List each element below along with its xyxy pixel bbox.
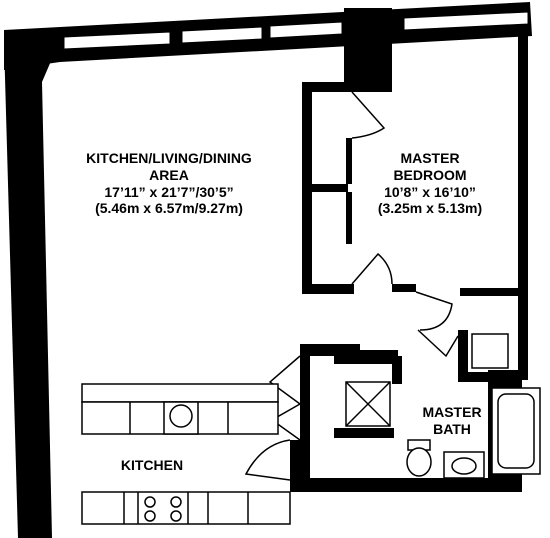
shower (345, 381, 391, 427)
bath-label: MASTER BATH (404, 404, 500, 438)
linen-closet (471, 333, 509, 369)
top-exterior-wall (4, 2, 532, 70)
living-area-dims-imperial: 17’11” x 21’7”/30’5” (104, 183, 234, 200)
living-area-dims-metric: (5.46m x 6.57m/9.27m) (95, 200, 243, 217)
shower-divider (334, 428, 394, 438)
bedroom-dims-imperial: 10’8” x 16’10” (384, 183, 476, 200)
closet-divider (312, 184, 348, 192)
kitchen-right-stub (290, 440, 304, 492)
bath-name-2: BATH (433, 420, 471, 437)
living-area-name-2: AREA (149, 166, 189, 183)
bedroom-bottom-wall-2 (460, 288, 522, 296)
bedroom-top-wall (304, 82, 392, 92)
bedroom-name: MASTER (400, 150, 460, 166)
closet-left-wall (302, 82, 312, 292)
living-area-name: KITCHEN/LIVING/DINING (86, 150, 252, 166)
stove (144, 496, 182, 522)
kitchen-island (81, 383, 279, 435)
bath-sink (443, 451, 485, 479)
structural-column (344, 8, 392, 88)
hall-closet-door-1 (268, 355, 301, 405)
closet-right-wall-2 (346, 192, 352, 244)
bedroom-name-2: BEDROOM (393, 166, 467, 183)
bedroom-label: MASTER BEDROOM 10’8” x 16’10” (3.25m x 5… (355, 150, 505, 217)
bedroom-door (415, 291, 453, 331)
door-swings (244, 91, 459, 481)
bath-door (417, 329, 459, 358)
closet-right-wall (346, 138, 352, 184)
bath-name: MASTER (422, 404, 482, 420)
window (181, 26, 263, 44)
kitchen-name: KITCHEN (120, 457, 184, 473)
closet-block-wall (458, 330, 468, 378)
interior-walls (290, 82, 522, 492)
window (63, 31, 171, 50)
closet-door-bottom (351, 252, 393, 285)
closet-door-top (351, 91, 386, 139)
living-area-label: KITCHEN/LIVING/DINING AREA 17’11” x 21’7… (58, 150, 280, 217)
kitchen-door (244, 439, 291, 481)
tub-top-wall (458, 372, 522, 382)
kitchen-counter (81, 491, 291, 525)
left-exterior-wall (4, 40, 60, 538)
windows (63, 11, 529, 50)
window (403, 11, 529, 31)
closet-bottom-wall (302, 284, 354, 294)
window (269, 21, 343, 39)
kitchen-label: KITCHEN (104, 457, 200, 474)
bedroom-dims-metric: (3.25m x 5.13m) (377, 200, 483, 217)
bottom-wall (290, 478, 522, 492)
right-exterior-wall (518, 20, 528, 380)
toilet (406, 439, 432, 477)
bathtub (491, 387, 541, 475)
bath-left-wall (392, 356, 402, 384)
hall-left-wall (300, 344, 310, 488)
shower-wall (334, 350, 398, 364)
bedroom-bottom-wall (392, 284, 416, 292)
